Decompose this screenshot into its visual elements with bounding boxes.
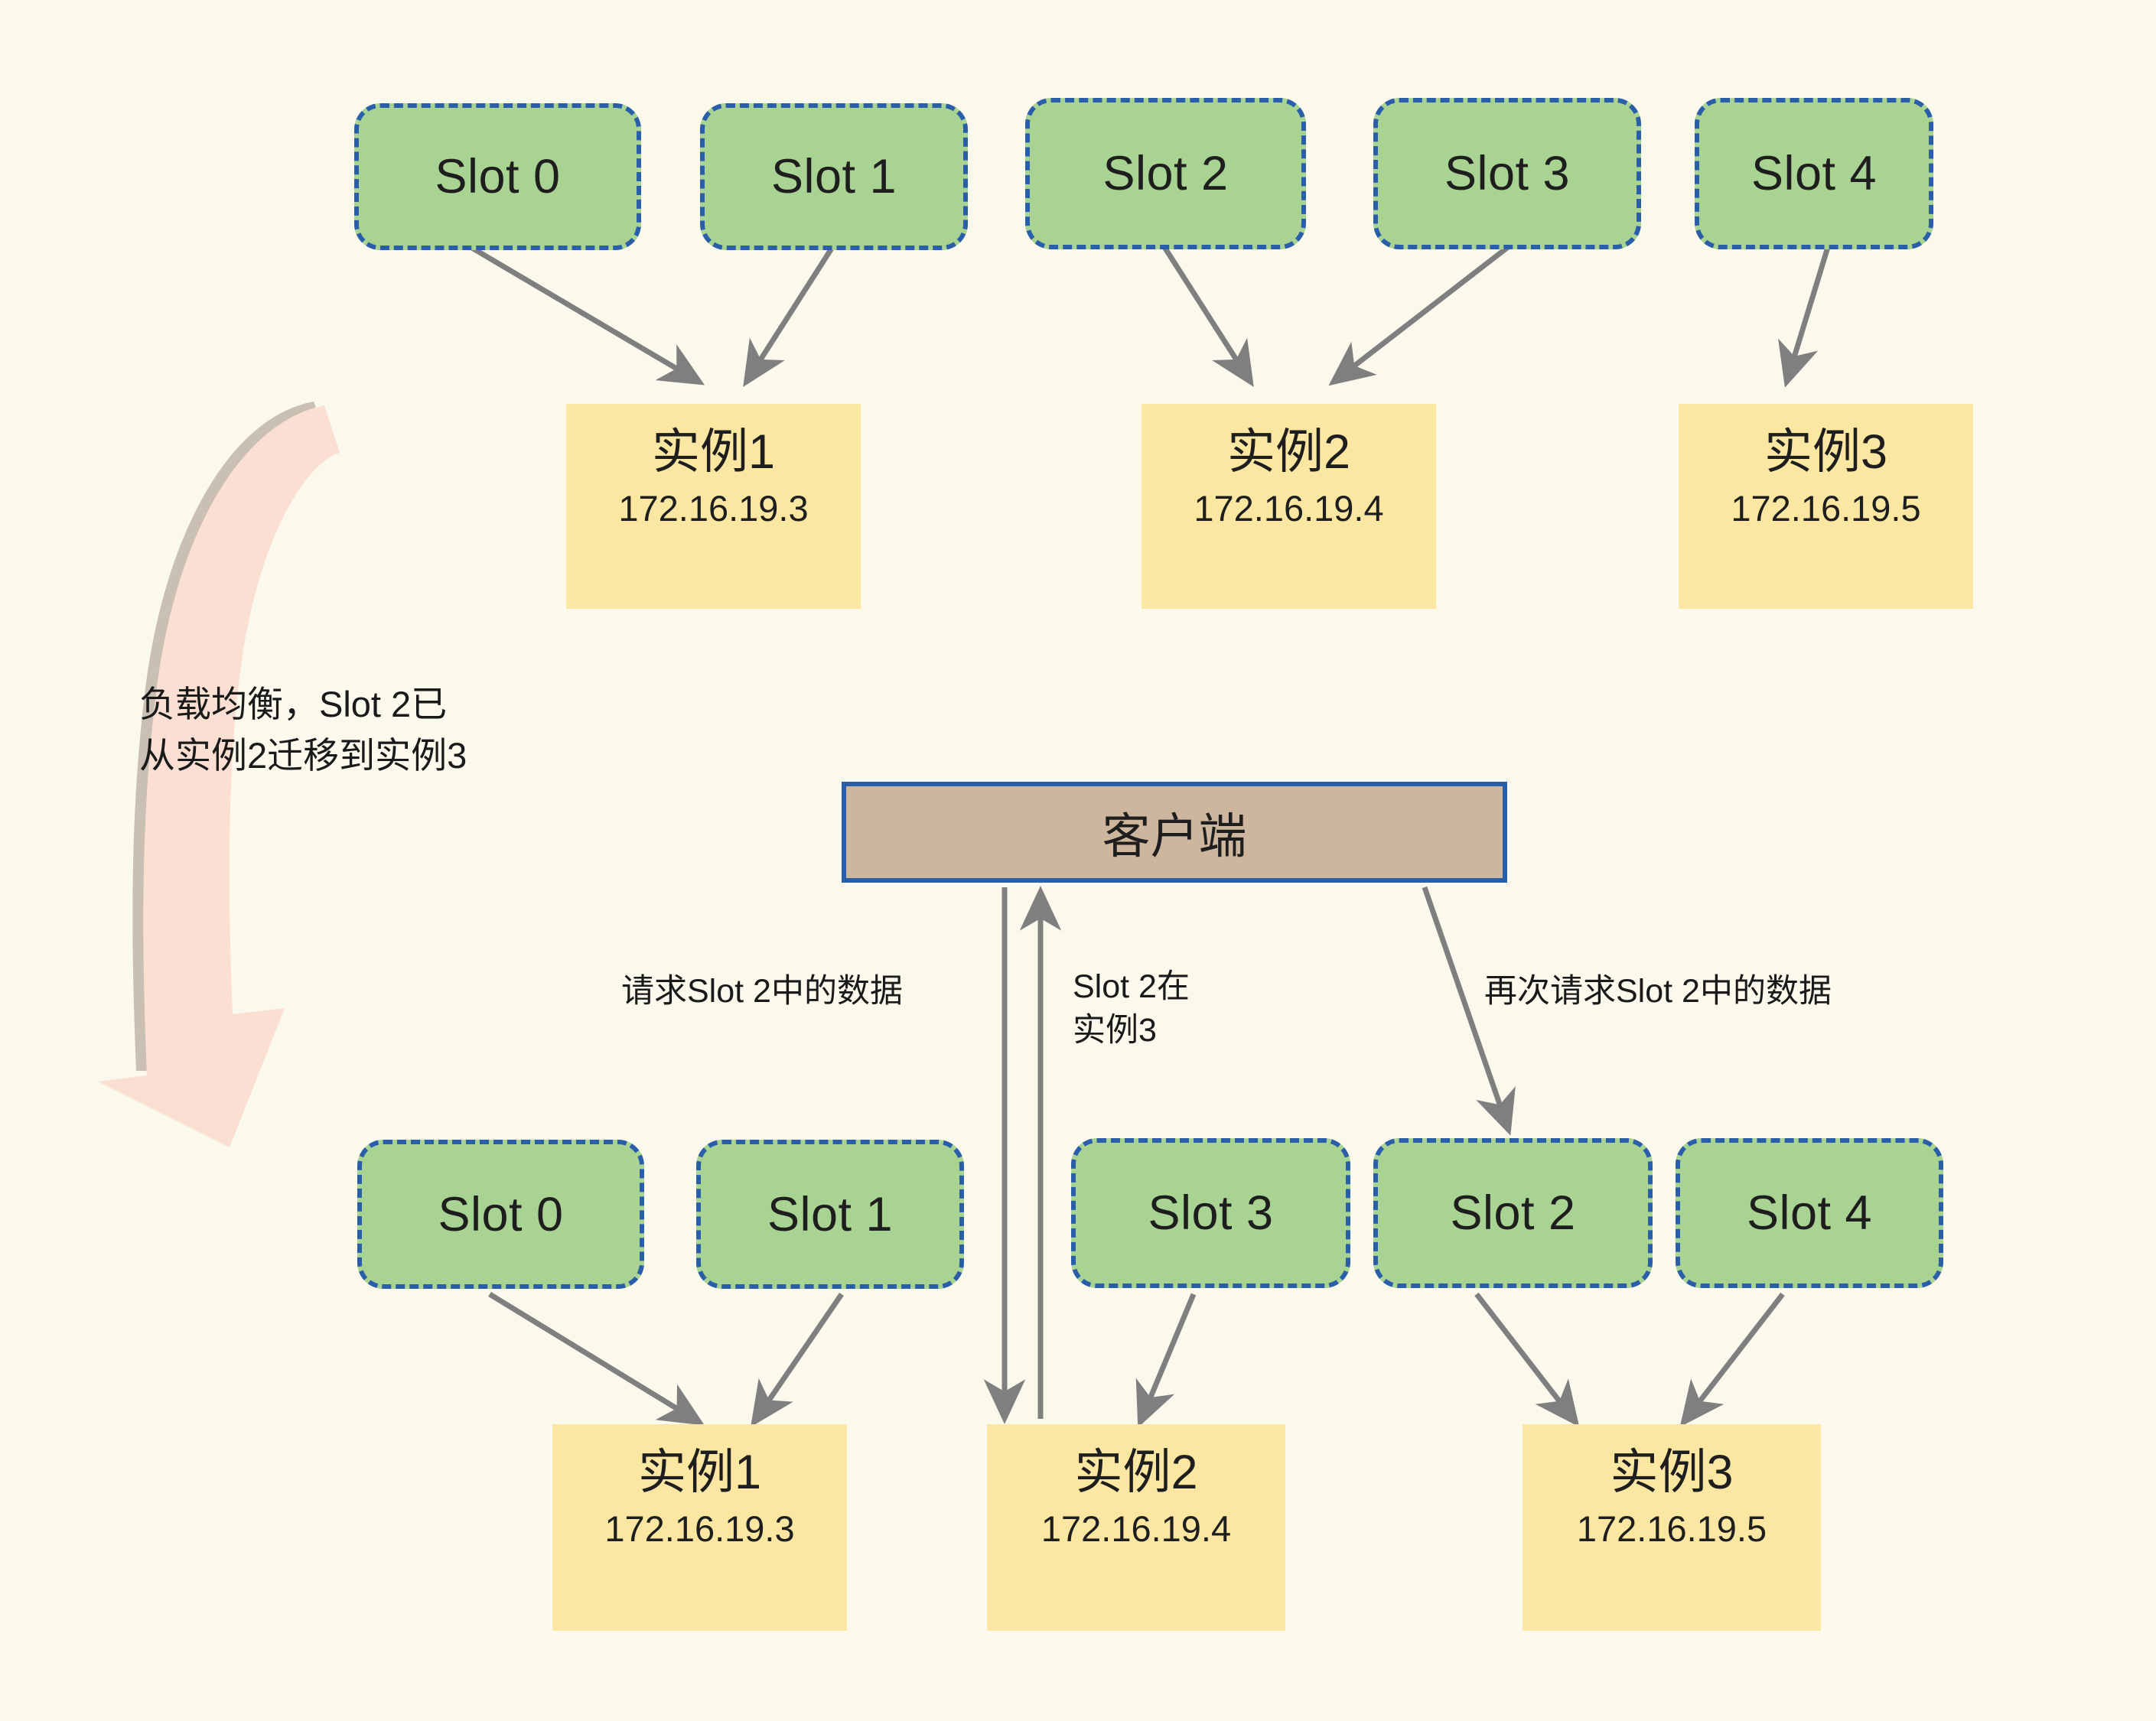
arrow-bot-slot2-to-instance3 [1474, 1292, 1580, 1427]
top-instance-2-name: 实例2 [1226, 425, 1351, 479]
bottom-instance-3-ip: 172.16.19.5 [1576, 1508, 1767, 1550]
arrow-top-slot4-to-instance3 [1778, 243, 1832, 388]
bottom-slot-1[interactable]: Slot 1 [696, 1140, 964, 1289]
edge-label-request-slot2: 请求Slot 2中的数据 [621, 973, 903, 1010]
arrow-bot-slot1-to-instance1 [751, 1293, 844, 1427]
top-slot-0[interactable]: Slot 0 [354, 103, 641, 250]
bottom-slot-4[interactable]: Slot 4 [1676, 1138, 1943, 1288]
bottom-slot-2[interactable]: Slot 2 [1373, 1138, 1653, 1288]
arrow-bot-slot4-to-instance3 [1679, 1292, 1785, 1427]
bottom-instance-1[interactable]: 实例1 172.16.19.3 [552, 1424, 847, 1631]
arrow-top-slot2-to-instance2 [1161, 243, 1254, 387]
bottom-slot-3[interactable]: Slot 3 [1071, 1138, 1350, 1288]
edge-label-request-again: 再次请求Slot 2中的数据 [1484, 973, 1832, 1010]
top-instance-3-name: 实例3 [1764, 425, 1888, 479]
bottom-slot-0[interactable]: Slot 0 [357, 1140, 644, 1289]
top-instance-3[interactable]: 实例3 172.16.19.5 [1679, 404, 1973, 609]
top-slot-4-label: Slot 4 [1751, 147, 1878, 200]
top-slot-2-label: Slot 2 [1102, 147, 1229, 200]
edge-label-slot2-moved: Slot 2在 实例3 [1073, 968, 1190, 1049]
top-slot-3[interactable]: Slot 3 [1373, 98, 1641, 249]
client-label: 客户端 [1102, 809, 1247, 864]
top-instance-1-name: 实例1 [651, 425, 776, 479]
bottom-instance-1-name: 实例1 [637, 1446, 762, 1499]
arrow-top-slot0-to-instance1 [465, 242, 705, 386]
top-slot-instance-arrows [465, 242, 1832, 388]
top-slot-1[interactable]: Slot 1 [700, 103, 968, 250]
top-slot-0-label: Slot 0 [435, 150, 561, 203]
bottom-slot-0-label: Slot 0 [438, 1187, 564, 1241]
bottom-instance-2[interactable]: 实例2 172.16.19.4 [987, 1424, 1285, 1631]
bottom-instance-1-ip: 172.16.19.3 [604, 1508, 795, 1550]
bottom-instance-3[interactable]: 实例3 172.16.19.5 [1523, 1424, 1821, 1631]
bottom-slot-4-label: Slot 4 [1746, 1186, 1873, 1240]
bottom-slot-2-label: Slot 2 [1450, 1186, 1576, 1240]
arrow-bot-slot3-to-instance2 [1135, 1293, 1197, 1428]
bottom-instance-2-ip: 172.16.19.4 [1041, 1508, 1232, 1550]
arrow-bot-slot0-to-instance1 [488, 1292, 705, 1426]
bottom-slot-3-label: Slot 3 [1148, 1186, 1274, 1240]
bottom-instance-3-name: 实例3 [1610, 1446, 1734, 1499]
top-instance-3-ip: 172.16.19.5 [1731, 488, 1921, 529]
arrow-top-slot3-to-instance2 [1328, 242, 1513, 386]
top-slot-2[interactable]: Slot 2 [1025, 98, 1306, 249]
top-slot-4[interactable]: Slot 4 [1695, 98, 1933, 249]
top-slot-3-label: Slot 3 [1444, 147, 1571, 200]
top-instance-1-ip: 172.16.19.3 [618, 488, 809, 529]
top-instance-2-ip: 172.16.19.4 [1194, 488, 1384, 529]
bottom-instance-2-name: 实例2 [1074, 1446, 1198, 1499]
bottom-slot-1-label: Slot 1 [767, 1187, 894, 1241]
arrow-top-slot1-to-instance1 [743, 243, 836, 387]
top-instance-2[interactable]: 实例2 172.16.19.4 [1142, 404, 1436, 609]
bottom-slot-instance-arrows [488, 1292, 1785, 1428]
migration-note: 负载均衡，Slot 2已 从实例2迁移到实例3 [139, 684, 467, 776]
top-slot-1-label: Slot 1 [770, 150, 897, 203]
top-instance-1[interactable]: 实例1 172.16.19.3 [566, 404, 861, 609]
client-box[interactable]: 客户端 [842, 782, 1507, 883]
